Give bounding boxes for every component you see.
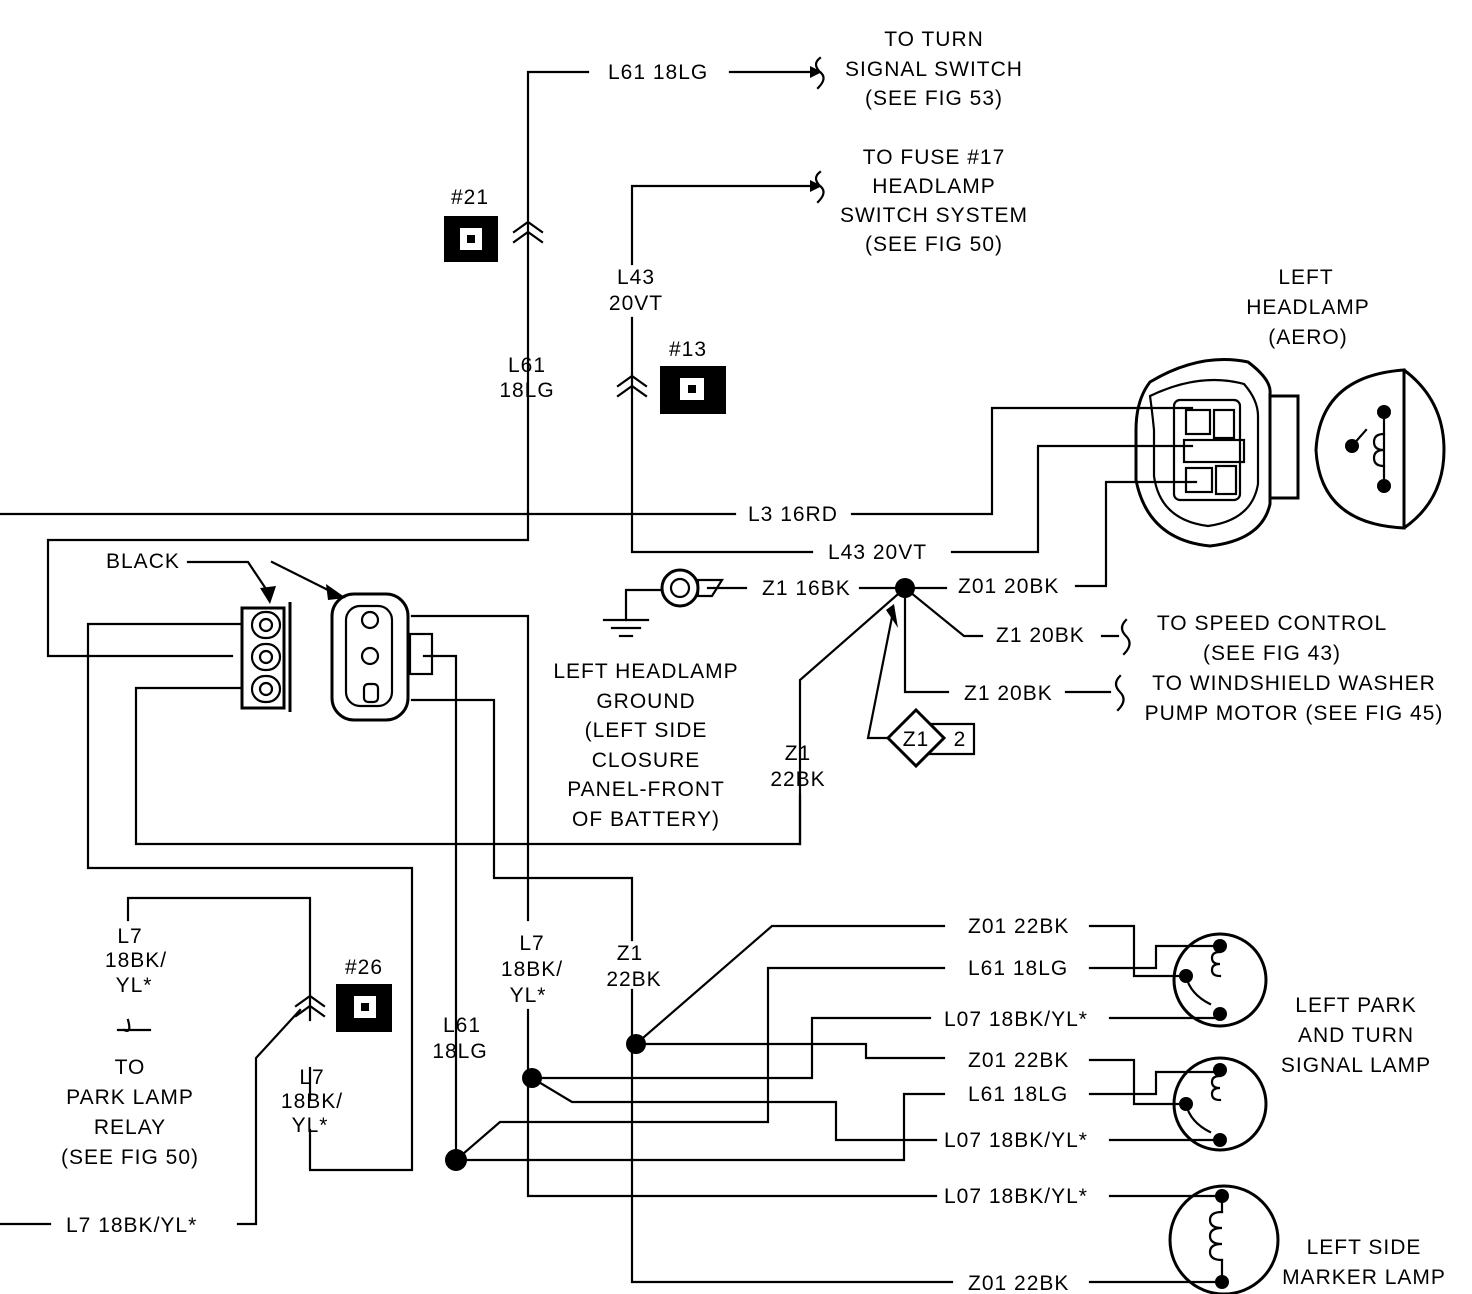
black-connector-label: BLACK [106,550,180,573]
wire-label-l61-c-gauge: 18LG [432,1040,487,1063]
fuse17-line-2: HEADLAMP [872,175,996,198]
turn-signal-line-2: SIGNAL SWITCH [845,58,1023,81]
fuse17-line-4: (SEE FIG 50) [865,233,1003,256]
washer-line-1: TO WINDSHIELD WASHER [1152,672,1436,695]
wire-label-l7-c-gauge: 18BK/ [501,958,563,981]
headlamp-connector-icon [1134,358,1300,548]
connector-21-label: #21 [451,186,489,209]
ground-line-4: CLOSURE [592,749,701,772]
wire-label-l7-mid-color: YL* [292,1114,329,1137]
connector-21-icon [444,216,498,262]
turn-lamp-bulb-icon [1172,1056,1268,1152]
park-relay-wavy-icon [116,1018,152,1032]
turn-signal-line-3: (SEE FIG 53) [865,87,1003,110]
turn-signal-line-1: TO TURN [884,28,984,51]
fuse17-line-3: SWITCH SYSTEM [840,204,1028,227]
wire-label-turn-l61: L61 18LG [968,1083,1068,1106]
washer-line-2: PUMP MOTOR (SEE FIG 45) [1145,702,1444,725]
destination-labels: TO TURN SIGNAL SWITCH (SEE FIG 53) TO FU… [61,28,1444,1169]
wire-label-turn-z01: Z01 22BK [968,1049,1069,1072]
headlamp-line-3: (AERO) [1268,326,1348,349]
wire-label-z01-20bk: Z01 20BK [958,575,1059,598]
wire-label-l3: L3 16RD [748,503,838,526]
side-marker-bulb-icon [1168,1184,1280,1294]
arrow-heads [260,66,898,628]
ground-line-1: LEFT HEADLAMP [553,660,738,683]
wire-label-l61-c-code: L61 [443,1014,481,1037]
right-3way-connector-icon [330,592,434,722]
component-labels: LEFT HEADLAMP (AERO) LEFT HEADLAMP GROUN… [106,266,1446,1289]
ground-line-5: PANEL-FRONT [567,778,725,801]
headlamp-line-2: HEADLAMP [1246,296,1370,319]
wire-label-l7-mid-gauge: 18BK/ [281,1090,343,1113]
wire-label-l61-top: L61 18LG [608,61,708,84]
ground-line-2: GROUND [596,690,695,713]
connector-26-icon [336,984,392,1032]
ground-line-3: (LEFT SIDE [585,719,708,742]
connector-labels: #21 #13 #26 [345,186,707,979]
splice-dots [445,578,915,1171]
splice-num-label: 2 [954,728,967,751]
wire-label-l43-h: L43 20VT [828,541,927,564]
wire-label-l43-code: L43 [617,266,655,289]
side-marker-line-2: MARKER LAMP [1282,1266,1446,1289]
park-turn-line-2: AND TURN [1298,1024,1414,1047]
wire-label-l61-code: L61 [508,354,546,377]
wire-label-z1-22bk-gauge: 22BK [770,768,825,791]
park-relay-line-3: RELAY [94,1116,166,1139]
wire-label-l7-c-code: L7 [519,932,544,955]
wire-label-park-l61: L61 18LG [968,957,1068,980]
wire-label-z1-c-code: Z1 [617,942,644,965]
left-3way-connector-icon [240,602,292,712]
wire-label-z1-20bk-a: Z1 20BK [996,624,1085,647]
headlamp-bulb-icon [1314,368,1446,530]
wire-label-l7-left-color: YL* [116,974,153,997]
wire-label-l7-mid-code: L7 [299,1066,324,1089]
park-relay-line-4: (SEE FIG 50) [61,1146,199,1169]
wire-label-park-z01: Z01 22BK [968,915,1069,938]
fuse17-line-1: TO FUSE #17 [863,146,1006,169]
wire-labels: L61 18LG L61 18LG L43 20VT L3 16RD L43 2… [66,61,1088,1294]
speed-control-line-1: TO SPEED CONTROL [1157,612,1387,635]
park-turn-line-1: LEFT PARK [1295,994,1416,1017]
connector-13-icon [660,366,726,414]
speed-control-line-2: (SEE FIG 43) [1203,642,1341,665]
wire-label-l7-left-code: L7 [117,925,142,948]
park-relay-line-2: PARK LAMP [66,1086,194,1109]
wire-label-z1-c-gauge: 22BK [606,968,661,991]
ground-icon [602,568,724,638]
park-relay-line-1: TO [115,1056,146,1079]
connector-13-label: #13 [669,338,707,361]
wire-label-z1-16bk: Z1 16BK [762,577,851,600]
side-marker-line-1: LEFT SIDE [1307,1236,1422,1259]
wire-label-z1-20bk-b: Z1 20BK [964,682,1053,705]
ground-line-6: OF BATTERY) [572,808,720,831]
splice-reference-icon [885,707,976,769]
splice-code-label: Z1 [903,728,930,751]
wire-label-marker-z01: Z01 22BK [968,1272,1069,1294]
wire-label-l7-c-color: YL* [510,984,547,1007]
wire-label-l7-bottom: L7 18BK/YL* [66,1214,197,1237]
wire-label-park-l07: L07 18BK/YL* [944,1008,1088,1031]
headlamp-line-1: LEFT [1278,266,1333,289]
inline-connector-chevrons [294,220,648,1018]
wire-label-l43-gauge: 20VT [609,292,663,315]
connector-26-label: #26 [345,956,383,979]
park-turn-line-3: SIGNAL LAMP [1281,1054,1431,1077]
wire-lines [0,56,1216,1284]
wire-label-marker-l07: L07 18BK/YL* [944,1185,1088,1208]
park-lamp-bulb-icon [1172,932,1268,1028]
wire-label-z1-22bk-code: Z1 [785,742,812,765]
wire-label-l7-left-gauge: 18BK/ [105,949,167,972]
wire-label-l61-gauge: 18LG [499,379,554,402]
wire-label-turn-l07: L07 18BK/YL* [944,1129,1088,1152]
